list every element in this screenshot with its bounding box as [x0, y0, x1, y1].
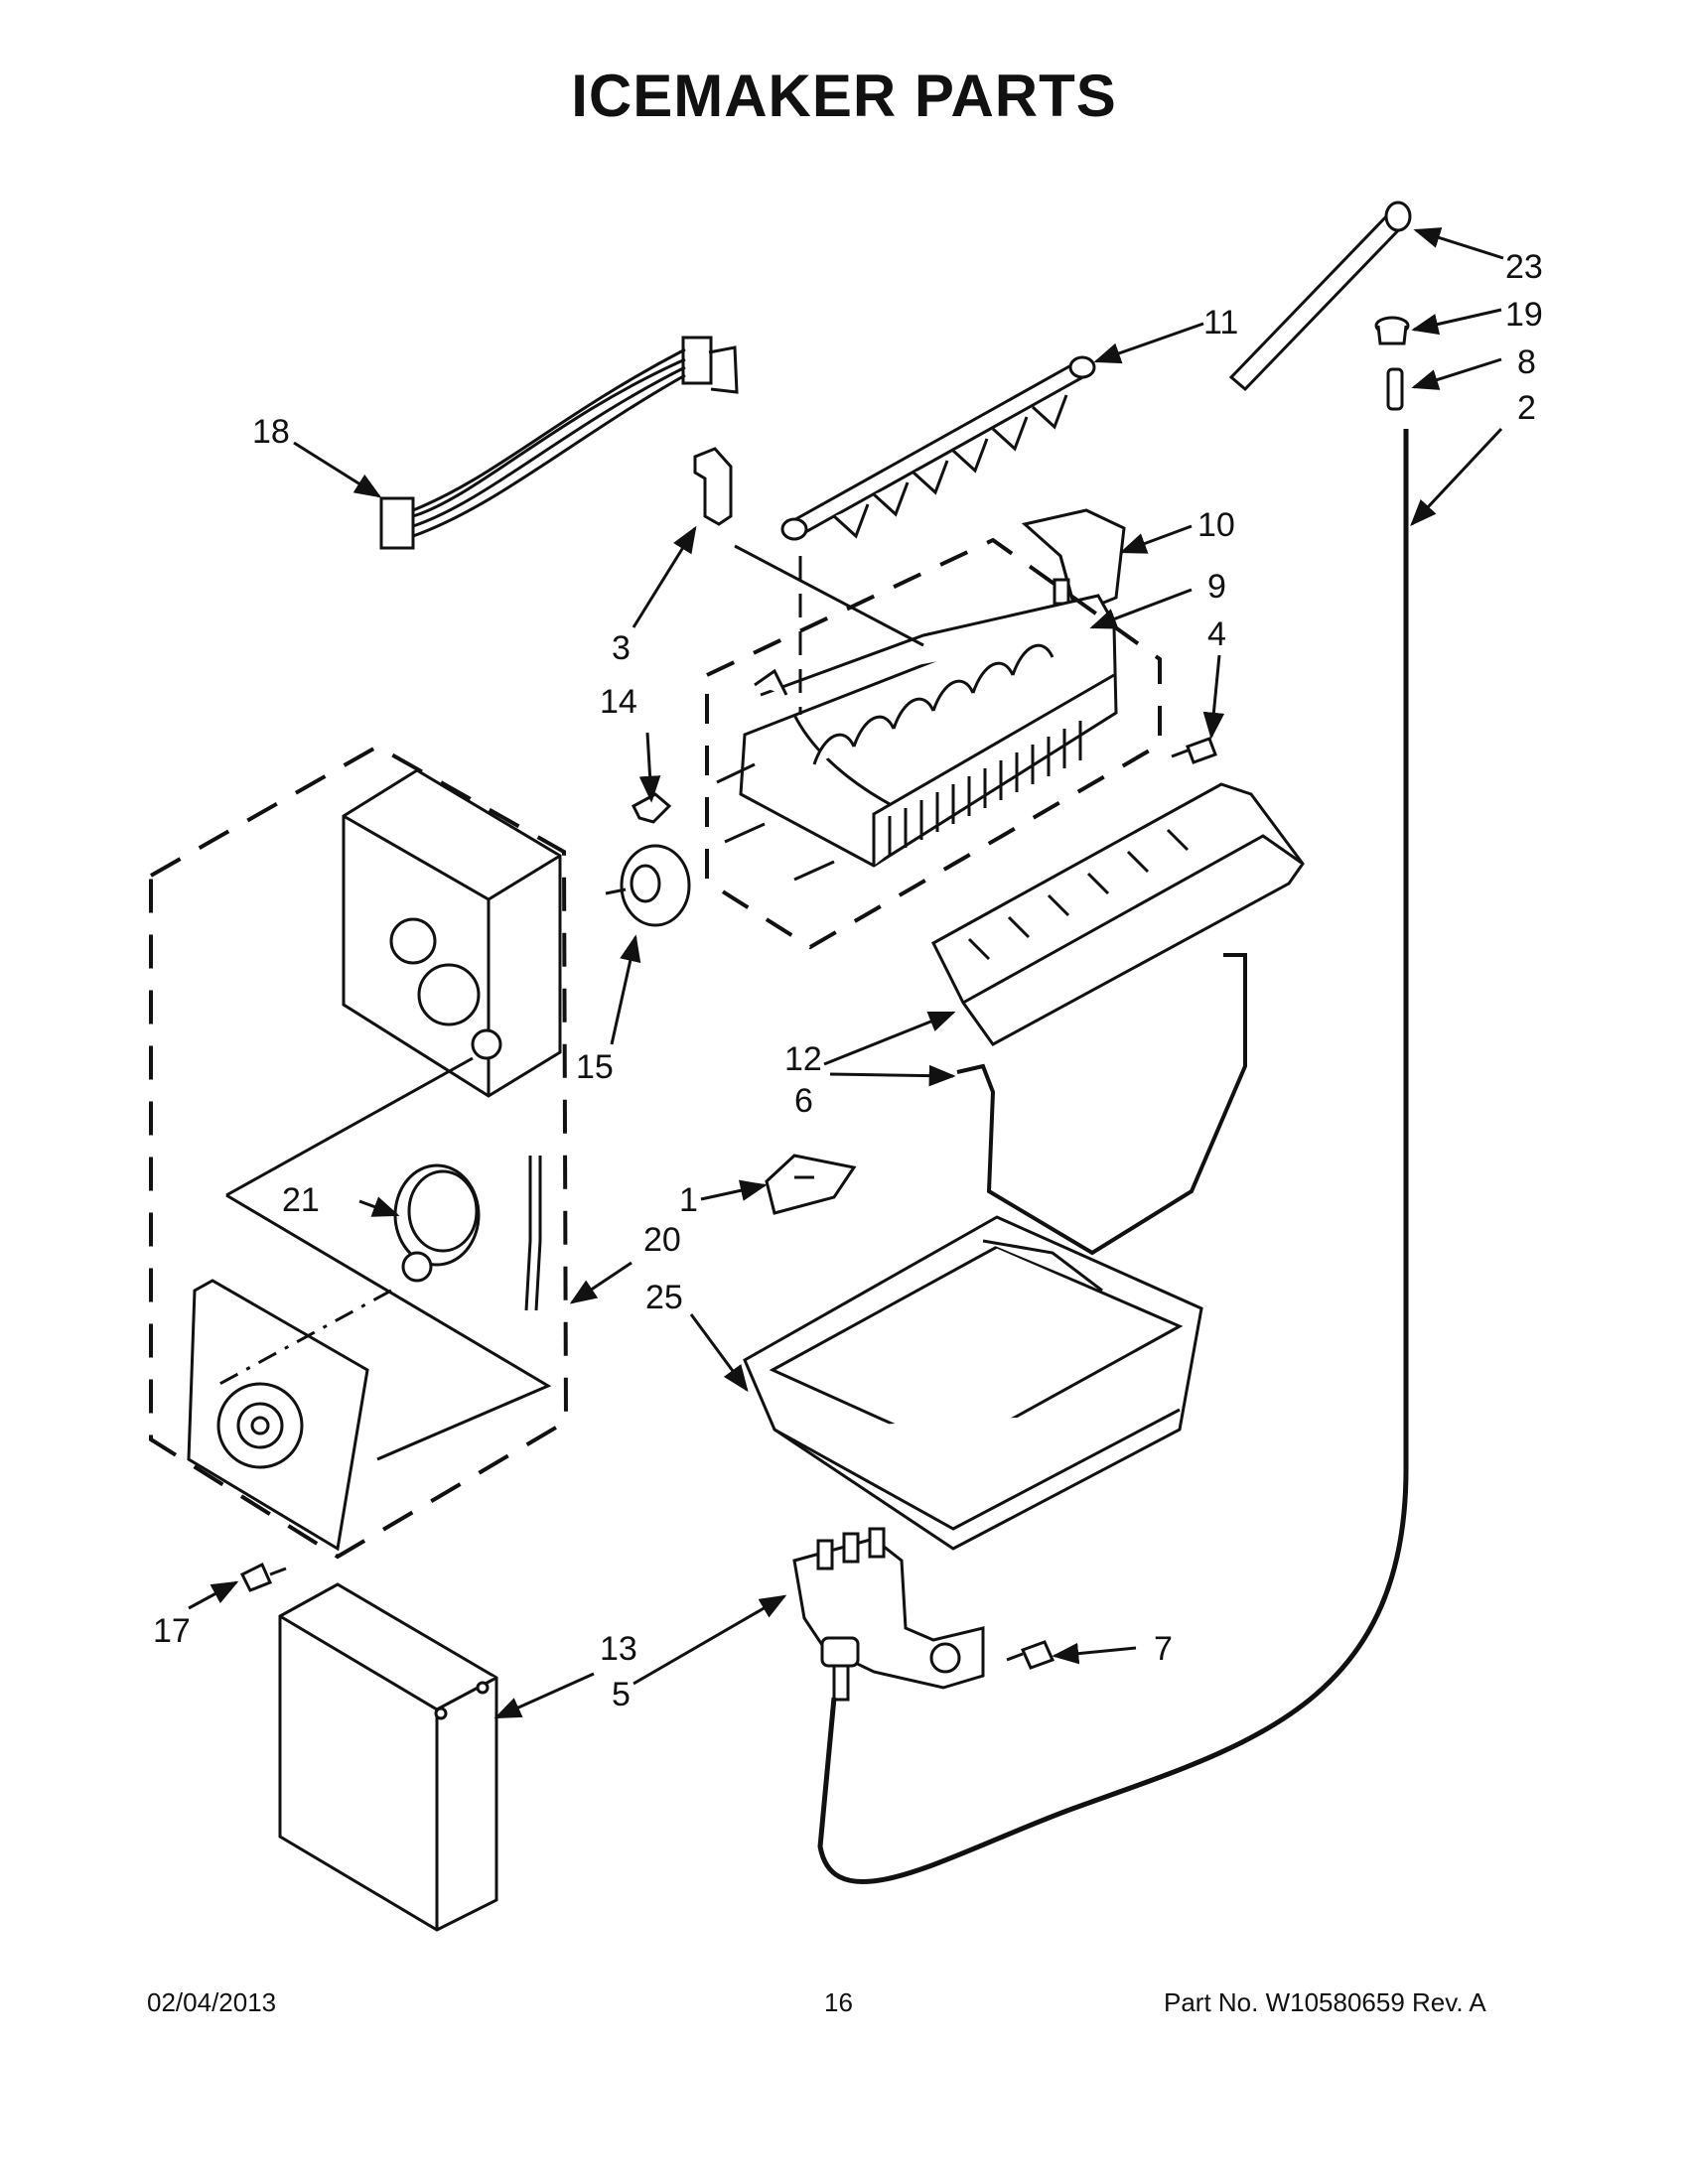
callout-15: 15	[576, 1048, 614, 1086]
callout-14: 14	[600, 683, 637, 721]
leader-lines	[188, 227, 1504, 1719]
screw-4	[1171, 737, 1217, 764]
callout-1: 1	[679, 1181, 698, 1219]
callout-12: 12	[784, 1040, 822, 1078]
ice-stripper	[931, 782, 1305, 1046]
wire-harness	[379, 336, 739, 550]
footer-part-number: Part No. W10580659 Rev. A	[1164, 1987, 1486, 2017]
bail-arm	[956, 953, 1247, 1256]
page-title: ICEMAKER PARTS	[571, 63, 1117, 129]
screw-7	[1006, 1640, 1055, 1670]
ice-mold-boundary	[705, 537, 1162, 950]
control-housing	[342, 768, 562, 1098]
motor	[393, 1156, 542, 1311]
ice-mold	[716, 594, 1118, 882]
callout-21: 21	[282, 1181, 320, 1219]
callout-20: 20	[643, 1221, 681, 1259]
callout-13: 13	[600, 1630, 637, 1668]
callout-6: 6	[794, 1082, 813, 1120]
callout-4: 4	[1207, 615, 1226, 653]
water-valve	[792, 1527, 985, 1702]
callout-5: 5	[612, 1676, 631, 1713]
callout-numbers: 23 19 8 2 11 10 9 4 18 3 14 15 12 6 1 21…	[153, 248, 1543, 1713]
grommet	[1374, 316, 1410, 345]
callout-2: 2	[1517, 389, 1536, 427]
callout-17: 17	[153, 1612, 191, 1650]
ejector	[780, 355, 1096, 541]
assembly-lines	[211, 544, 924, 1461]
callout-18: 18	[252, 413, 290, 451]
control-cover	[278, 1582, 498, 1932]
thermostat	[605, 844, 691, 927]
screw-17	[239, 1562, 287, 1592]
control-plate	[187, 1279, 369, 1552]
control-assembly-boundary	[149, 744, 569, 1560]
callout-7: 7	[1154, 1630, 1173, 1668]
bracket	[765, 1154, 857, 1215]
footer-date: 02/04/2013	[147, 1987, 277, 2017]
tube-union	[1386, 367, 1404, 411]
callout-9: 9	[1207, 568, 1226, 606]
callout-8: 8	[1517, 343, 1536, 381]
fill-tube	[1228, 201, 1412, 392]
callout-10: 10	[1197, 506, 1235, 544]
ice-bin	[743, 1215, 1203, 1551]
callout-25: 25	[645, 1279, 683, 1316]
clip	[693, 447, 733, 526]
callout-23: 23	[1505, 248, 1543, 286]
callout-19: 19	[1505, 296, 1543, 334]
callout-11: 11	[1203, 304, 1238, 341]
callout-3: 3	[612, 629, 631, 667]
footer-page-number: 16	[824, 1987, 853, 2017]
water-tube	[817, 429, 1409, 1885]
